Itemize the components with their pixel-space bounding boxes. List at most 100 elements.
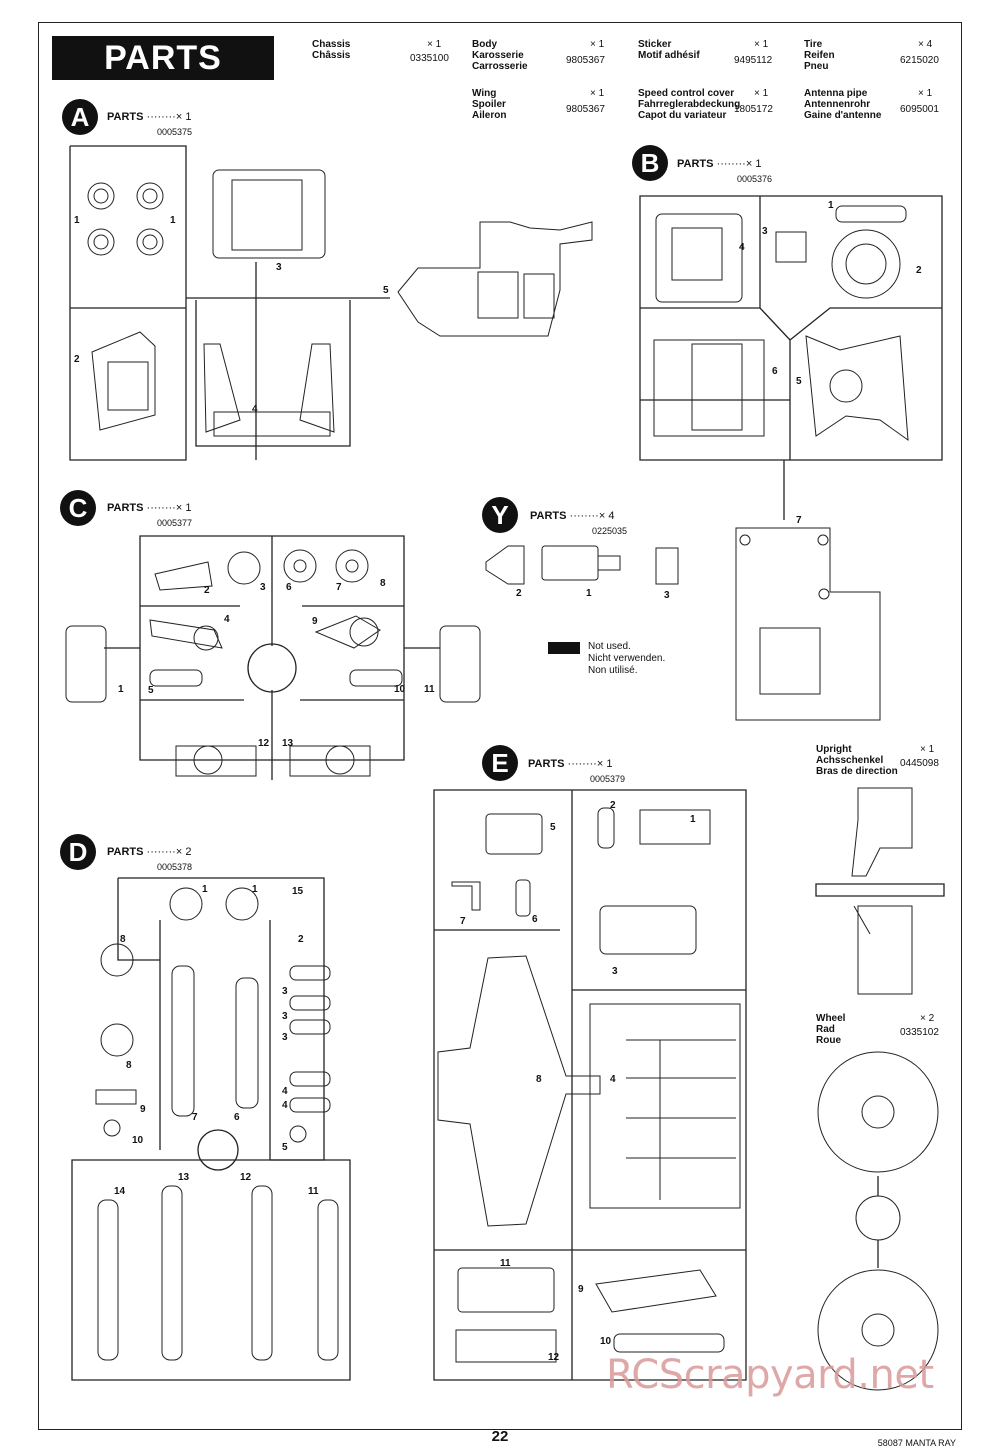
part-number: 3 [762,226,768,237]
sprue-a-badge: A [62,99,98,135]
part-number: 9 [140,1104,146,1115]
part-number: 6 [532,914,538,925]
part-number: 4 [610,1074,616,1085]
part-number: 11 [424,684,435,695]
not-used-note: Not used.Nicht verwenden.Non utilisé. [588,641,666,676]
part-number: 8 [120,934,126,945]
part-number: 1 [74,215,80,226]
part-number: 3 [276,262,282,273]
part-number: 12 [240,1172,252,1183]
sprue-d-code: 0005378 [157,862,193,872]
sprue-b-code: 0005376 [737,174,773,184]
part-number: 3 [612,966,618,977]
part-number: 1 [170,215,176,226]
part-number: 11 [308,1186,319,1197]
part-number: 1 [828,200,834,211]
sprue-y-drawing [485,545,679,585]
sprue-d-header: PARTS ········× 2 [107,846,192,858]
part-number: 1 [118,684,124,695]
part-number: 3 [282,1011,288,1022]
not-used-swatch [548,642,580,654]
part-number: 5 [383,285,389,296]
sprue-d-badge: D [60,834,96,870]
sprue-e-drawing [433,789,747,1381]
part-number: 8 [536,1074,542,1085]
page-title: PARTS [52,36,274,80]
part-number: 5 [796,376,802,387]
sprue-a-drawing [69,145,593,461]
chassis-tub-drawing [735,527,881,721]
part-number: 4 [739,242,745,253]
page-frame [38,22,962,1430]
part-number: 12 [258,738,270,749]
part-number: 6 [234,1112,240,1123]
part-number: 4 [282,1086,288,1097]
part-number: 13 [178,1172,190,1183]
part-number: 8 [380,578,386,589]
sprue-e-code: 0005379 [590,774,626,784]
part-number: 3 [282,1032,288,1043]
part-number: 11 [500,1258,511,1269]
sprue-y-code: 0225035 [592,526,628,536]
part-number: 5 [550,822,556,833]
sprue-b-badge: B [632,145,668,181]
part-number: 2 [204,585,210,596]
part-number: 2 [916,265,922,276]
sprue-y-header: PARTS ········× 4 [530,510,615,522]
sprue-b-header: PARTS ········× 1 [677,158,762,170]
sprue-e-badge: E [482,745,518,781]
part-number: 1 [690,814,696,825]
part-number: 15 [292,886,304,897]
part-number: 7 [192,1112,198,1123]
part-number: 9 [578,1284,584,1295]
sprue-b-drawing [639,195,943,520]
part-number: 6 [772,366,778,377]
part-number: 2 [298,934,304,945]
part-number: 7 [460,916,466,927]
part-number: 3 [260,582,266,593]
part-number: 2 [610,800,616,811]
sprue-y-badge: Y [482,497,518,533]
sprue-a-header: PARTS ········× 1 [107,111,192,123]
page-number: 22 [491,1428,509,1445]
part-number: 1 [202,884,208,895]
part-number: 13 [282,738,294,749]
sprue-c-badge: C [60,490,96,526]
sprue-d-drawing [71,877,351,1381]
part-number: 9 [312,616,318,627]
part-number: 7 [336,582,342,593]
part-number: 4 [282,1100,288,1111]
part-number: 14 [114,1186,126,1197]
sprue-c-header: PARTS ········× 1 [107,502,192,514]
sprue-a-code: 0005375 [157,127,193,137]
part-number: 8 [126,1060,132,1071]
part-number: 4 [224,614,230,625]
sprue-c-code: 0005377 [157,518,193,528]
part-number: 5 [148,685,154,696]
part-number: 10 [394,684,406,695]
part-number: 6 [286,582,292,593]
part-number: 12 [548,1352,560,1363]
part-number: 3 [664,590,670,601]
watermark: RCScrapyard.net [606,1352,934,1398]
part-number: 1 [586,588,592,599]
sprue-c-drawing [65,535,481,780]
part-number: 10 [132,1135,144,1146]
part-number: 5 [282,1142,288,1153]
sprue-e-header: PARTS ········× 1 [528,758,613,770]
upright-wheel-drawing [815,787,945,1391]
model-footer: 58087 MANTA RAY [877,1438,956,1448]
part-number: 2 [74,354,80,365]
part-number: 2 [516,588,522,599]
part-number: 3 [282,986,288,997]
